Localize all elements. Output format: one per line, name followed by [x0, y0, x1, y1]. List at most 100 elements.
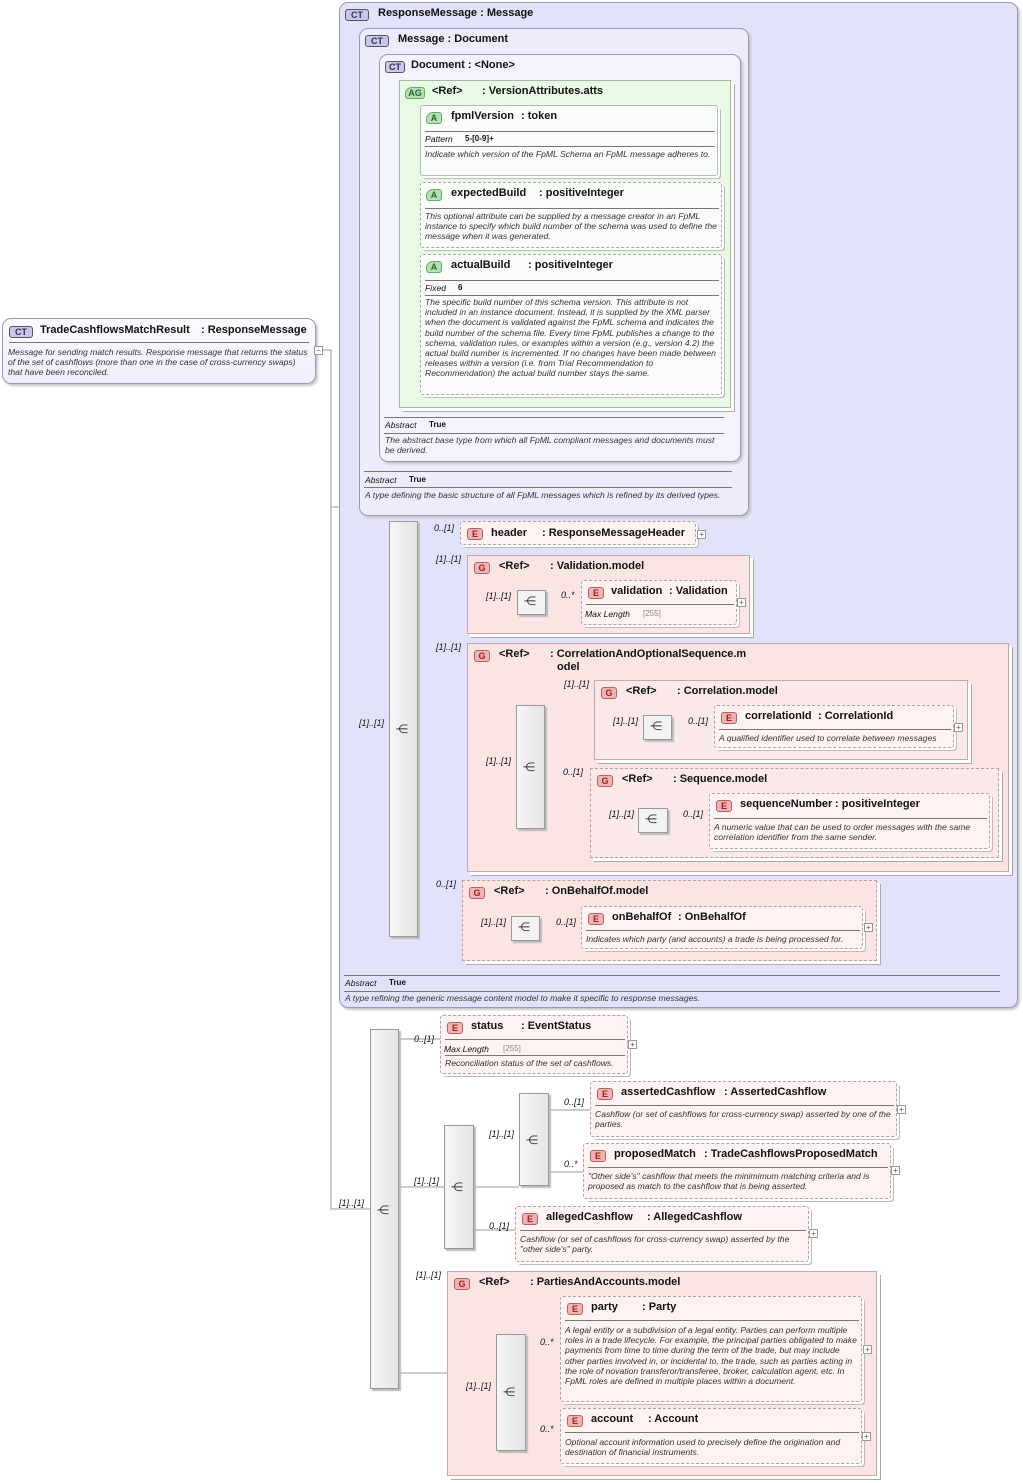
group-ref: <Ref> — [622, 773, 653, 785]
expand-toggle[interactable]: + — [891, 1166, 900, 1175]
cardinality: 0..[1] — [434, 523, 455, 533]
element-name: validation — [611, 585, 663, 597]
element-on-behalf-of[interactable]: E onBehalfOf : OnBehalfOf Indicates whic… — [581, 906, 863, 949]
sequence-compositor[interactable] — [511, 916, 540, 941]
cardinality: 0..[1] — [564, 1097, 585, 1107]
response-message-title: ResponseMessage : Message — [378, 7, 534, 19]
group-name: : PartiesAndAccounts.model — [530, 1276, 681, 1288]
cardinality: [1]..[1] — [613, 716, 639, 726]
attribute-icon: A — [426, 189, 442, 201]
attribute-fpml-version[interactable]: A fpmlVersion : token Pattern 5-[0-9]+ I… — [420, 105, 718, 176]
element-proposed-match[interactable]: E proposedMatch : TradeCashflowsProposed… — [583, 1143, 891, 1199]
attribute-icon: A — [426, 112, 442, 124]
sequence-compositor[interactable] — [496, 1334, 526, 1451]
attribute-type: : positiveInteger — [528, 259, 613, 271]
cardinality: [1]..[1] — [414, 1176, 440, 1186]
element-asserted-cashflow[interactable]: E assertedCashflow : AssertedCashflow Ca… — [590, 1081, 897, 1137]
cardinality: [1]..[1] — [564, 679, 590, 689]
element-icon: E — [567, 1415, 583, 1427]
cardinality: [1]..[1] — [486, 591, 512, 601]
root-type-base: : ResponseMessage — [201, 324, 307, 336]
sequence-icon: ⋲ — [524, 594, 536, 608]
message-description: A type defining the basic structure of a… — [365, 490, 721, 500]
element-alleged-cashflow[interactable]: E allegedCashflow : AllegedCashflow Cash… — [515, 1206, 809, 1262]
element-status[interactable]: E status : EventStatus Max Length [255] … — [440, 1015, 628, 1074]
sequence-compositor[interactable] — [643, 715, 672, 740]
facet-label: Pattern — [425, 134, 453, 144]
attribute-actual-build[interactable]: A actualBuild : positiveInteger Fixed 6 … — [420, 254, 722, 395]
sequence-icon: ⋲ — [526, 1133, 538, 1147]
expand-toggle[interactable]: + — [863, 1345, 872, 1354]
element-icon: E — [588, 587, 604, 599]
sequence-compositor[interactable] — [638, 808, 668, 833]
attribute-expected-build[interactable]: A expectedBuild : positiveInteger This o… — [420, 182, 722, 248]
root-type-box[interactable]: CT TradeCashflowsMatchResult : ResponseM… — [2, 318, 316, 384]
sequence-compositor[interactable] — [516, 705, 545, 829]
document-description: The abstract base type from which all Fp… — [385, 435, 715, 456]
abstract-label: Abstract — [385, 420, 417, 430]
cardinality: 0..* — [540, 1337, 554, 1347]
element-name: header — [491, 527, 528, 539]
element-header[interactable]: E header : ResponseMessageHeader — [460, 521, 696, 545]
element-icon: E — [567, 1303, 583, 1315]
sequence-compositor[interactable] — [517, 590, 546, 615]
cardinality: 0..* — [561, 590, 575, 600]
expand-toggle[interactable]: + — [809, 1229, 818, 1238]
expand-toggle[interactable]: + — [954, 723, 963, 732]
cardinality: [1]..[1] — [436, 554, 462, 564]
expand-toggle[interactable]: + — [862, 1432, 871, 1441]
cardinality: 0..[1] — [436, 879, 457, 889]
sequence-compositor-root[interactable] — [370, 1029, 399, 1389]
facet-label: Max Length — [585, 609, 630, 619]
element-description: Optional account information used to pre… — [565, 1437, 841, 1458]
group-name: : Validation.model — [550, 560, 645, 572]
facet-label: Fixed — [425, 283, 447, 293]
group-name: : Correlation.model — [677, 685, 778, 697]
abstract-value: True — [429, 420, 446, 429]
expand-toggle[interactable]: + — [864, 923, 873, 932]
facet-value: [255] — [643, 609, 661, 618]
element-name: assertedCashflow — [621, 1086, 716, 1098]
complex-type-icon: CT — [385, 61, 405, 73]
element-validation[interactable]: E validation : Validation Max Length [25… — [581, 580, 737, 625]
root-type-name: TradeCashflowsMatchResult — [40, 324, 190, 336]
facet-label: Max Length — [444, 1044, 489, 1054]
sequence-icon: ⋲ — [377, 1203, 389, 1217]
sequence-compositor-main[interactable] — [389, 521, 418, 937]
element-type: : ResponseMessageHeader — [542, 527, 686, 539]
element-correlation-id[interactable]: E correlationId : CorrelationId A qualif… — [714, 705, 954, 748]
element-sequence-number[interactable]: E sequenceNumber : positiveInteger A num… — [709, 793, 990, 849]
group-name-line2: odel — [557, 661, 580, 673]
element-description: A qualified identifier used to correlate… — [719, 733, 937, 743]
group-icon: G — [469, 887, 485, 899]
attribute-description: The specific build number of this schema… — [425, 297, 716, 379]
group-ref: <Ref> — [499, 560, 530, 572]
cardinality: 0..[1] — [563, 767, 584, 777]
cardinality: [1]..[1] — [486, 756, 512, 766]
element-party[interactable]: E party : Party A legal entity or a subd… — [560, 1296, 862, 1402]
element-type: : Validation — [669, 585, 728, 597]
sequence-compositor[interactable] — [519, 1093, 549, 1186]
element-description: Cashflow (or set of cashflows for cross-… — [520, 1234, 790, 1255]
element-icon: E — [522, 1213, 538, 1225]
element-icon: E — [590, 1150, 606, 1162]
expand-toggle[interactable]: + — [697, 530, 706, 539]
group-name: : OnBehalfOf.model — [545, 885, 649, 897]
abstract-label: Abstract — [365, 475, 397, 485]
collapse-toggle[interactable]: − — [314, 346, 323, 355]
abstract-value: True — [389, 978, 406, 987]
sequence-compositor[interactable] — [444, 1125, 474, 1249]
element-type: : Account — [648, 1413, 699, 1425]
expand-toggle[interactable]: + — [897, 1105, 906, 1114]
element-type: : positiveInteger — [835, 798, 920, 810]
element-icon: E — [467, 528, 483, 540]
expand-toggle[interactable]: + — [737, 598, 746, 607]
root-description: Message for sending match results. Respo… — [8, 347, 308, 378]
complex-type-icon: CT — [365, 35, 389, 47]
expand-toggle[interactable]: + — [628, 1040, 637, 1049]
element-type: : Party — [642, 1301, 677, 1313]
element-account[interactable]: E account : Account Optional account inf… — [560, 1408, 862, 1464]
document-title: Document : <None> — [411, 59, 515, 71]
element-name: party — [591, 1301, 618, 1313]
group-icon: G — [474, 562, 490, 574]
